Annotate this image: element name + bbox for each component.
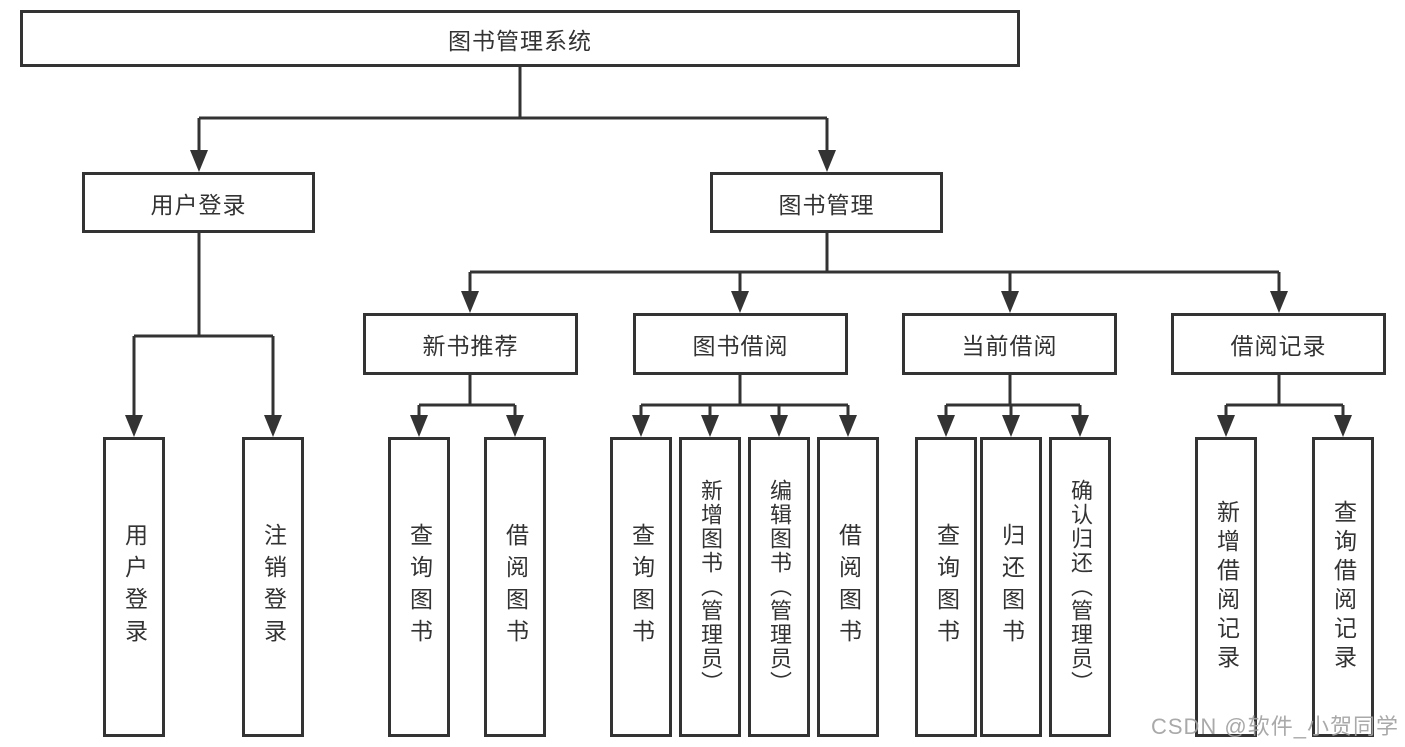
node-root-label: 图书管理系统 — [448, 27, 592, 54]
leaf-borrow-books: 借阅图书 — [817, 437, 879, 737]
leaf-confirm-return-admin: 确认归还（管理员） — [1049, 437, 1111, 737]
node-current-borrow-label: 当前借阅 — [961, 333, 1058, 359]
leaf-edit-books-admin: 编辑图书（管理员） — [748, 437, 810, 737]
leaf-logout-label: 注销登录 — [260, 523, 287, 651]
node-user-login-label: 用户登录 — [150, 191, 247, 218]
leaf-add-borrow-record-label: 新增借阅记录 — [1213, 500, 1240, 674]
leaf-logout: 注销登录 — [242, 437, 304, 737]
leaf-edit-books-admin-label: 编辑图书（管理员） — [767, 479, 792, 695]
leaf-return-books: 归还图书 — [980, 437, 1042, 737]
arrowheads — [125, 150, 1352, 437]
leaf-user-login: 用户登录 — [103, 437, 165, 737]
leaf-recommend-borrow-books-label: 借阅图书 — [502, 523, 529, 651]
leaf-borrow-query-books-label: 查询图书 — [628, 523, 655, 651]
leaf-recommend-query-books-label: 查询图书 — [406, 523, 433, 651]
leaf-return-books-label: 归还图书 — [998, 523, 1025, 651]
node-borrow-records-label: 借阅记录 — [1230, 333, 1327, 359]
leaf-current-query-books: 查询图书 — [915, 437, 977, 737]
leaf-recommend-query-books: 查询图书 — [388, 437, 450, 737]
node-new-book-recommend-label: 新书推荐 — [422, 333, 519, 359]
leaf-confirm-return-admin-label: 确认归还（管理员） — [1068, 479, 1093, 695]
leaf-current-query-books-label: 查询图书 — [933, 523, 960, 651]
node-book-management: 图书管理 — [710, 172, 943, 233]
leaf-add-books-admin: 新增图书（管理员） — [679, 437, 741, 737]
node-book-borrow: 图书借阅 — [633, 313, 848, 375]
node-book-management-label: 图书管理 — [778, 191, 875, 218]
node-new-book-recommend: 新书推荐 — [363, 313, 578, 375]
csdn-watermark: CSDN @软件_小贺同学 — [1150, 714, 1399, 739]
leaf-recommend-borrow-books: 借阅图书 — [484, 437, 546, 737]
leaf-query-borrow-record: 查询借阅记录 — [1312, 437, 1374, 737]
leaf-user-login-label: 用户登录 — [121, 523, 148, 651]
leaf-add-books-admin-label: 新增图书（管理员） — [698, 479, 723, 695]
leaf-query-borrow-record-label: 查询借阅记录 — [1330, 500, 1357, 674]
leaf-add-borrow-record: 新增借阅记录 — [1195, 437, 1257, 737]
leaf-borrow-books-label: 借阅图书 — [835, 523, 862, 651]
node-user-login: 用户登录 — [82, 172, 315, 233]
node-current-borrow: 当前借阅 — [902, 313, 1117, 375]
node-root: 图书管理系统 — [20, 10, 1020, 67]
node-book-borrow-label: 图书借阅 — [692, 333, 789, 359]
node-borrow-records: 借阅记录 — [1171, 313, 1386, 375]
leaf-borrow-query-books: 查询图书 — [610, 437, 672, 737]
